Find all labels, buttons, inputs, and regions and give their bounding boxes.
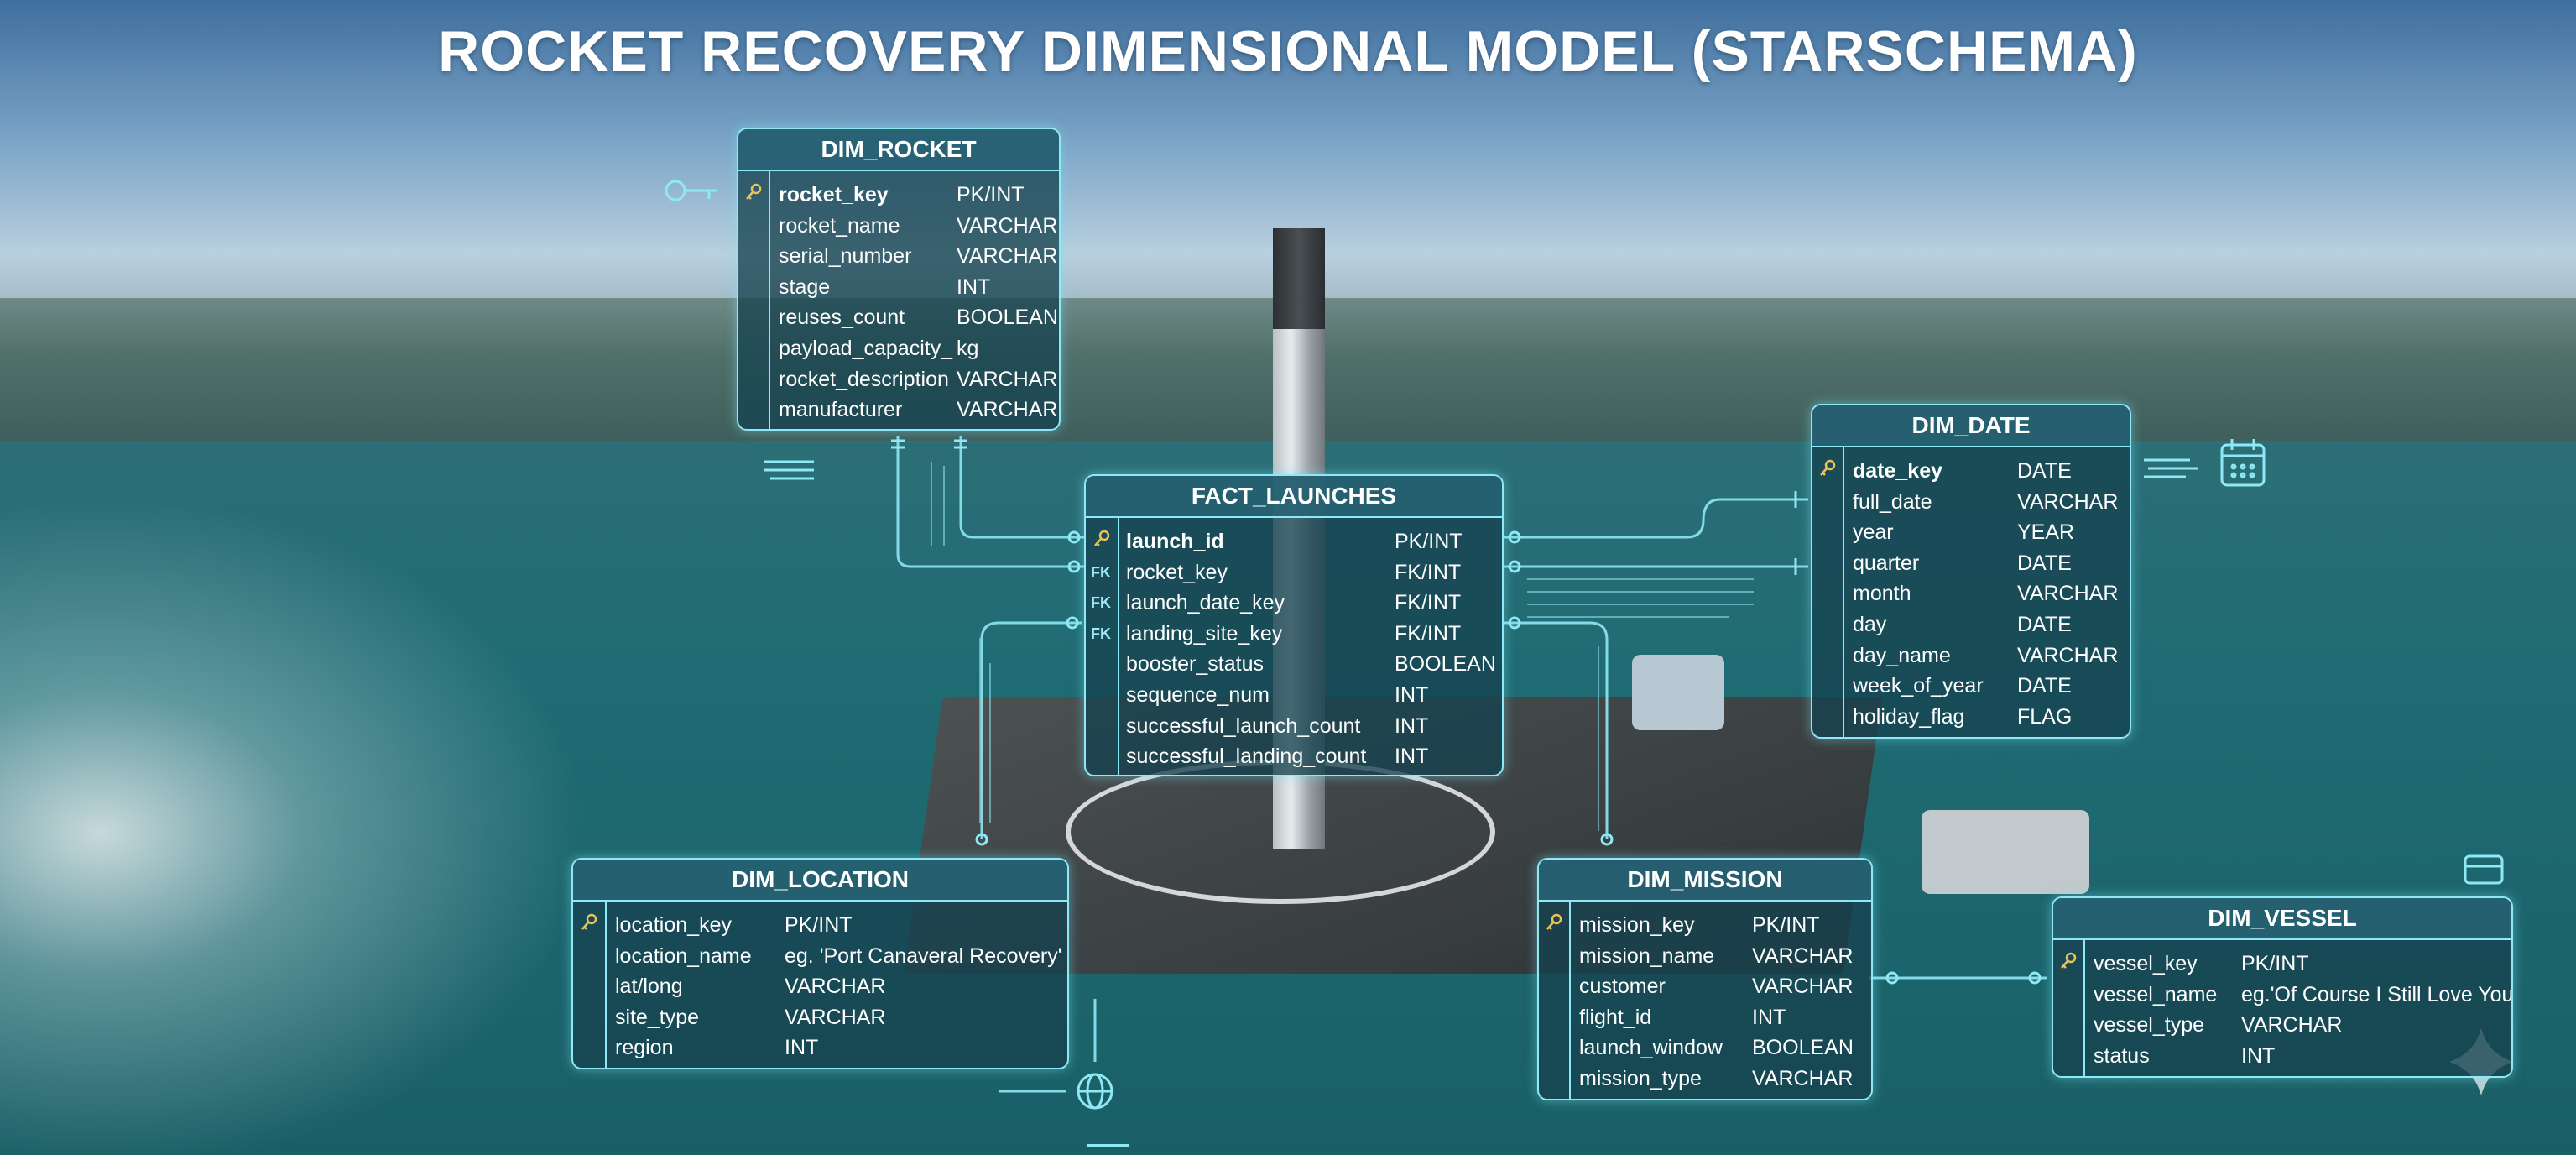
table-row: payload_capacity_kg bbox=[779, 336, 979, 360]
table-header: DIM_LOCATION bbox=[573, 860, 1067, 902]
calendar-icon bbox=[2220, 439, 2266, 487]
sun-glare bbox=[0, 436, 671, 1155]
table-row: rocket_key PK/INT bbox=[779, 183, 1025, 206]
table-header: DIM_MISSION bbox=[1539, 860, 1871, 902]
rocket-booster-top bbox=[1273, 228, 1325, 329]
key-decor-icon bbox=[665, 180, 717, 201]
key-icon bbox=[581, 913, 597, 930]
support-vessel bbox=[1922, 810, 2089, 894]
date-decor-lines-icon bbox=[2144, 458, 2198, 478]
key-icon bbox=[2061, 952, 2077, 969]
globe-icon bbox=[1077, 1073, 1113, 1110]
fk-marker: FK bbox=[1091, 625, 1111, 642]
rocket-link-line-2 bbox=[959, 436, 1084, 539]
page-title: ROCKET RECOVERY DIMENSIONAL MODEL (STARS… bbox=[438, 19, 2138, 83]
fk-marker: FK bbox=[1091, 594, 1111, 612]
table-header: DIM_ROCKET bbox=[738, 129, 1059, 171]
mission-link-line bbox=[1502, 621, 1609, 839]
table-header: DIM_DATE bbox=[1812, 405, 2130, 447]
key-icon bbox=[746, 183, 762, 200]
date-link-line bbox=[1502, 498, 1808, 539]
key-icon bbox=[1546, 913, 1562, 930]
location-link-line bbox=[980, 621, 1082, 839]
lines-decor-icon bbox=[764, 460, 814, 480]
table-header: DIM_VESSEL bbox=[2053, 898, 2511, 940]
key-icon bbox=[1820, 459, 1836, 476]
table-header: FACT_LAUNCHES bbox=[1086, 476, 1502, 518]
table-dim-rocket[interactable]: DIM_ROCKET rocket_key PK/INT rocket_name… bbox=[737, 128, 1061, 431]
key-icon bbox=[1094, 530, 1110, 546]
fk-marker: FK bbox=[1091, 563, 1111, 581]
tug-boat bbox=[1632, 655, 1724, 730]
card-icon bbox=[2464, 854, 2504, 885]
rocket-link-line bbox=[896, 436, 1084, 568]
